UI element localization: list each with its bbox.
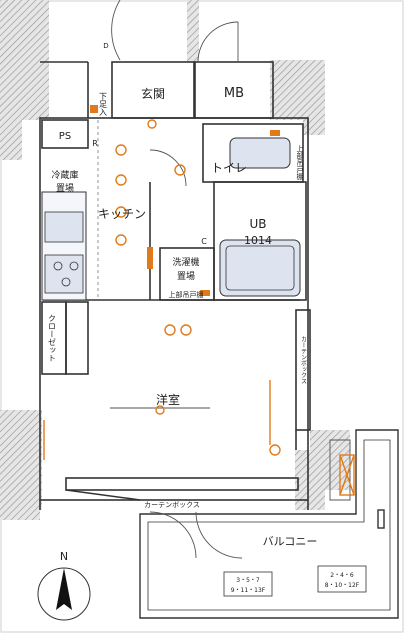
balcony-outline: [139, 429, 399, 619]
bath-fixtures: [219, 137, 301, 297]
label-washer-sub: 上部吊戸棚: [169, 290, 204, 299]
label-kitchen: キッチン: [98, 207, 146, 221]
svg-text:9・11・13F: 9・11・13F: [231, 587, 266, 594]
label-fridge-1: 冷蔵庫: [51, 169, 78, 181]
label-closet: クローゼット: [48, 314, 57, 362]
label-washer-1: 洗濯機: [172, 256, 199, 268]
label-fridge-2: 置場: [56, 182, 74, 194]
label-washer-2: 置場: [177, 270, 195, 282]
label-geta: 下足入: [99, 92, 108, 116]
kitchen-counter: [41, 191, 87, 301]
north-compass: N: [37, 550, 91, 621]
north-label: N: [60, 550, 68, 563]
label-curtain-bottom: カーテンボックス: [144, 501, 200, 509]
svg-text:8・10・12F: 8・10・12F: [325, 582, 360, 589]
label-mb: MB: [224, 86, 244, 101]
label-youshitsu: 洋室: [156, 392, 180, 407]
electrical-symbols: [43, 105, 355, 496]
label-ps: PS: [59, 131, 71, 142]
label-r-mark: R: [92, 139, 98, 148]
label-wall-cab: 上部吊戸棚: [296, 144, 304, 181]
label-balcony: バルコニー: [263, 535, 318, 548]
label-ub-size: 1014: [244, 234, 272, 247]
label-toilet: トイレ: [211, 161, 247, 175]
floor-note-even: 2・4・6 8・10・12F: [317, 565, 367, 593]
label-d-mark: D: [103, 42, 108, 50]
floor-note-odd: 3・5・7 9・11・13F: [223, 571, 273, 597]
svg-text:2・4・6: 2・4・6: [330, 572, 354, 579]
structural-walls: [0, 0, 350, 520]
north-arrow-icon: [56, 568, 72, 610]
label-ub: UB: [249, 217, 266, 231]
door-swings: [111, 0, 351, 559]
label-c-mark: C: [201, 237, 207, 246]
label-curtain-right: カーテンボックス: [300, 336, 307, 384]
label-genkan: 玄関: [141, 86, 165, 101]
walls: [39, 61, 311, 510]
svg-text:3・5・7: 3・5・7: [236, 577, 260, 584]
